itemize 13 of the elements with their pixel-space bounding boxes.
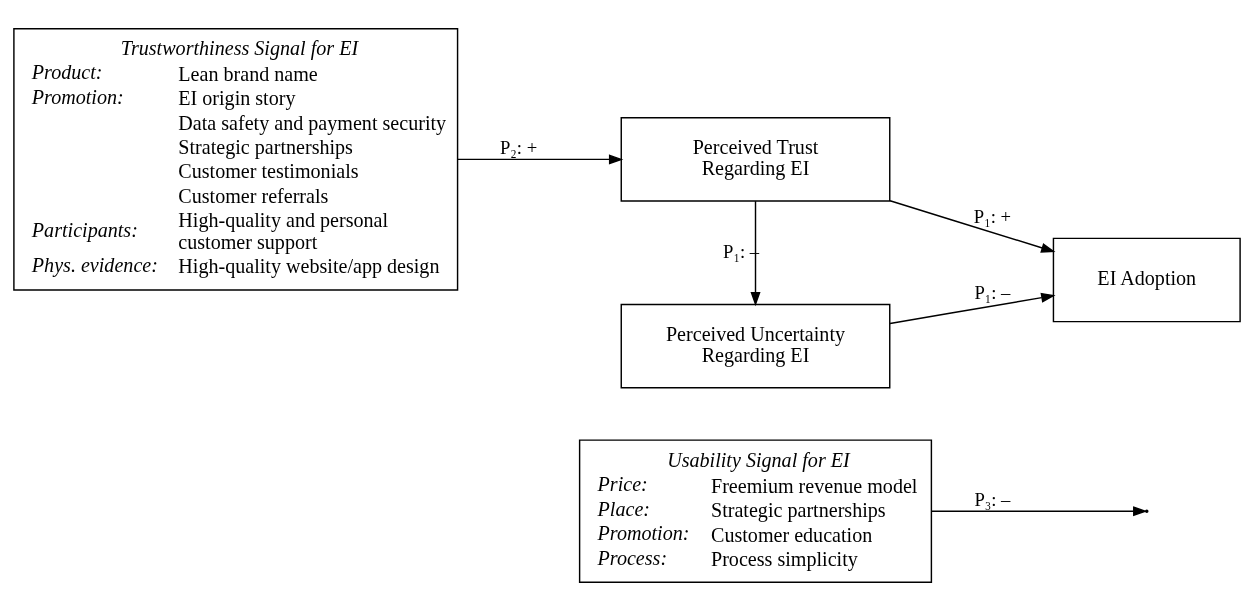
node-box: EI Adoption (1052, 237, 1241, 323)
arrow (889, 200, 1056, 253)
arrow (889, 292, 1056, 325)
arrow (750, 200, 761, 307)
edge-label: P₁: – (974, 282, 1011, 304)
edge-label: P₂: + (499, 137, 538, 159)
node-box: Perceived Uncertainty Regarding EI (620, 303, 891, 389)
node-box: Usability Signal for EI Price: Freemium revenue model Place: Strategic partnerships Promotion: Customer education Process: Process simplicity (578, 439, 933, 583)
edge-label: P₃: – (974, 489, 1011, 511)
arrow (457, 154, 624, 165)
node-box: Perceived Trust Regarding EI (620, 117, 891, 202)
edge-label: P₁: + (973, 206, 1012, 228)
node-box: Trustworthiness Signal for EI Product: Lean brand name Promotion: EI origin story Data safety and payment security Strategic partnerships Customer testimonials Customer referrals Participants: High-quality and personal customer support Phys. evidence: High-quality website/app design (13, 28, 459, 291)
